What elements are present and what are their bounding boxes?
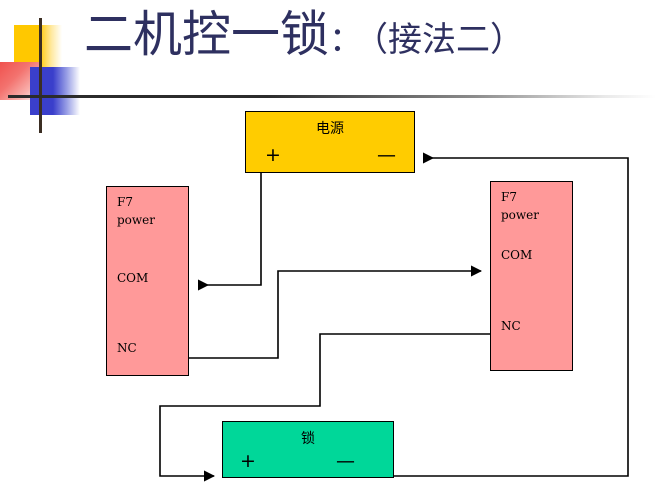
decoration-horizontal-rule [8,95,656,98]
relay-right-power-label: power [501,208,540,222]
lock-box[interactable]: 锁 + — [222,421,394,478]
relay-right-nc-terminal: NC [501,319,521,333]
lock-plus-terminal: + [240,450,256,472]
slide-title-colon: ： [329,20,364,60]
lock-label: 锁 [301,431,315,447]
relay-right-com-terminal: COM [501,248,533,262]
wire-power-plus-to-left-com [197,173,262,291]
slide-title-subtitle: （接法二） [371,20,525,60]
relay-left-nc-terminal: NC [117,341,137,355]
relay-left-com-terminal: COM [117,271,149,285]
power-supply-plus-terminal: + [265,144,281,166]
slide-title-main: 二机控一锁 [84,6,330,63]
relay-right-model-label: F7 [501,190,517,204]
lock-minus-terminal: — [336,450,355,472]
slide-title: 二机控一锁：（接法二） [84,10,524,61]
decoration-blue-square [30,67,80,115]
power-supply-minus-terminal: — [377,144,396,166]
relay-box-left[interactable]: F7 power COM NC [106,186,189,376]
decoration-yellow-square [14,25,62,67]
decoration-vertical-rule [39,18,42,133]
power-supply-label: 电源 [316,121,344,137]
relay-box-right[interactable]: F7 power COM NC [490,181,573,371]
relay-left-power-label: power [117,213,156,227]
relay-left-model-label: F7 [117,195,133,209]
power-supply-box[interactable]: 电源 + — [245,111,415,173]
wire-left-nc-to-right-com [189,265,483,359]
